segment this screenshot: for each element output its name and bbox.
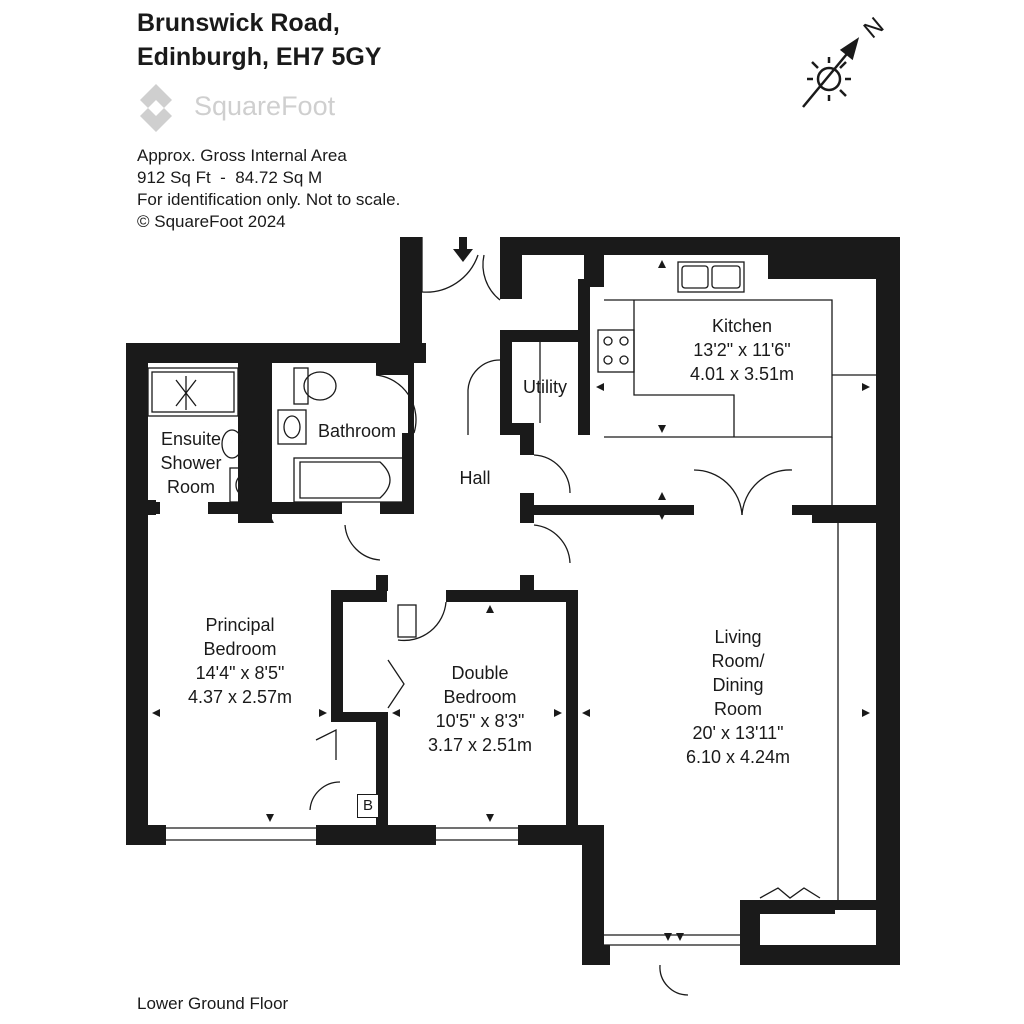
room-kitchen: Kitchen 13'2" x 11'6" 4.01 x 3.51m [660,314,824,386]
room-ensuite-line2: Shower [160,453,222,473]
room-double-line1: Double [451,663,509,683]
room-double-imperial: 10'5" x 8'3" [435,711,525,731]
squarefoot-logo-icon: SquareFoot [140,84,336,132]
area-info-line1: Approx. Gross Internal Area [137,146,347,165]
address-line2: Edinburgh, EH7 5GY [137,43,382,71]
area-info-line4: © SquareFoot 2024 [137,212,286,231]
squarefoot-logo: SquareFoot [136,78,376,134]
room-double-metric: 3.17 x 2.51m [427,735,533,755]
room-bathroom: Bathroom [302,419,412,443]
room-principal-line2: Bedroom [203,639,277,659]
room-living-dining: Living Room/ Dining Room 20' x 13'11" 6.… [656,625,820,769]
address-line1: Brunswick Road, [137,9,340,37]
room-utility: Utility [512,375,578,399]
room-living-imperial: 20' x 13'11" [692,723,784,743]
room-living-line4: Room [713,699,762,719]
entrance-arrow-icon [453,237,473,262]
area-info-line3: For identification only. Not to scale. [137,190,401,209]
walls [126,237,900,965]
room-living-metric: 6.10 x 4.24m [685,747,791,767]
room-living-line1: Living [714,627,762,647]
room-hall: Hall [440,466,510,490]
room-bathroom-name: Bathroom [317,421,397,441]
area-info: Approx. Gross Internal Area 912 Sq Ft - … [137,145,400,233]
room-ensuite-line1: Ensuite [160,429,222,449]
room-principal-line1: Principal [205,615,275,635]
room-kitchen-name: Kitchen [711,316,773,336]
room-living-line2: Room/ [711,651,765,671]
room-double-line2: Bedroom [443,687,517,707]
compass-north-label: N [859,12,890,44]
room-utility-name: Utility [523,377,567,397]
logo-text: SquareFoot [194,91,336,121]
boiler-label: B [357,794,379,818]
room-ensuite-line3: Room [166,477,215,497]
room-ensuite: Ensuite Shower Room [148,427,234,499]
room-principal-bedroom: Principal Bedroom 14'4" x 8'5" 4.37 x 2.… [160,613,320,709]
room-living-line3: Dining [712,675,764,695]
room-kitchen-imperial: 13'2" x 11'6" [693,340,791,360]
address: Brunswick Road, Edinburgh, EH7 5GY [137,6,381,74]
room-double-bedroom: Double Bedroom 10'5" x 8'3" 3.17 x 2.51m [396,661,564,757]
compass-sun-icon [802,37,860,108]
area-info-line2: 912 Sq Ft - 84.72 Sq M [137,168,323,187]
floor-label: Lower Ground Floor [137,994,289,1013]
dimension-ticks [152,260,870,941]
room-principal-metric: 4.37 x 2.57m [187,687,293,707]
room-kitchen-metric: 4.01 x 3.51m [689,364,795,384]
fixtures [147,237,876,996]
room-principal-imperial: 14'4" x 8'5" [195,663,285,683]
room-hall-name: Hall [459,468,491,488]
